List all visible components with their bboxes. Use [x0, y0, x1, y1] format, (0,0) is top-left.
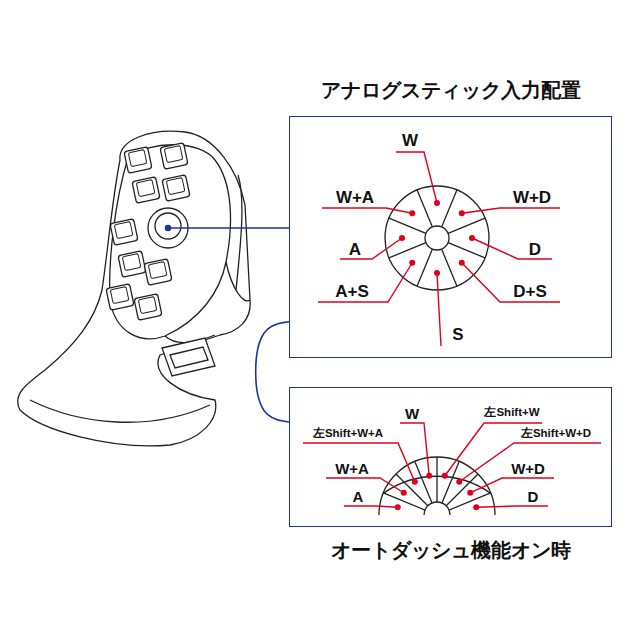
leader-line	[472, 238, 552, 259]
leader-line	[344, 506, 398, 507]
sector-dot	[401, 490, 407, 496]
direction-label: D	[528, 489, 539, 504]
direction-label: W+A	[335, 461, 369, 476]
direction-label: A	[349, 241, 361, 258]
leader-line	[322, 208, 412, 213]
key-button	[118, 251, 146, 278]
leader-line	[400, 423, 429, 476]
sector-dot	[442, 473, 448, 479]
key-button	[132, 177, 160, 204]
sector-dot	[434, 200, 440, 206]
leader-line	[303, 443, 415, 482]
sector-dot	[469, 235, 475, 241]
sector-dot	[412, 479, 418, 485]
sector-dot	[395, 504, 401, 510]
panel-box: オートダッシュ機能オン時	[289, 387, 612, 527]
panel-box: アナログスティック入力配置	[289, 116, 612, 358]
leader-line	[326, 478, 404, 493]
leader-line	[396, 152, 437, 203]
key-button	[134, 294, 162, 321]
key-button	[160, 143, 188, 170]
leader-line	[470, 478, 554, 493]
leader-line	[462, 208, 560, 213]
sector-dot	[459, 210, 465, 216]
sector-dot	[456, 479, 462, 485]
direction-label: W	[405, 406, 419, 421]
blue-pointer-line	[166, 226, 290, 231]
leader-line	[340, 238, 402, 259]
sector-dot	[459, 260, 465, 266]
autodash-direction-dial	[379, 457, 495, 515]
direction-label: A	[353, 489, 364, 504]
sector-dot	[467, 490, 473, 496]
usb-plug	[162, 338, 215, 376]
sector-dot	[409, 210, 415, 216]
direction-label: S	[452, 326, 463, 343]
panel-caption: オートダッシュ機能オン時	[331, 537, 571, 564]
direction-label: 左Shift+W	[484, 407, 539, 419]
controller-body	[18, 131, 251, 446]
direction-label: W	[402, 132, 418, 149]
leader-line	[437, 273, 441, 346]
leader-line	[445, 423, 542, 476]
sector-dot	[399, 235, 405, 241]
key-button	[162, 175, 190, 202]
leader-line	[459, 443, 601, 482]
key-button	[106, 284, 134, 311]
direction-label: W+D	[511, 461, 545, 476]
sector-dot	[473, 504, 479, 510]
sector-dot	[426, 473, 432, 479]
sector-dot	[409, 260, 415, 266]
direction-label: D	[529, 241, 541, 258]
direction-label: A+S	[335, 283, 369, 300]
direction-label: W+D	[513, 189, 551, 206]
leader-line	[462, 263, 560, 302]
sector-dot	[434, 270, 440, 276]
direction-label: W+A	[336, 189, 374, 206]
direction-label: D+S	[513, 283, 547, 300]
leader-line	[476, 506, 548, 507]
key-button	[110, 219, 138, 246]
direction-label: 左Shift+W+D	[521, 428, 591, 440]
panel-connector	[256, 322, 289, 422]
direction-label: 左Shift+W+A	[313, 428, 383, 440]
key-button	[144, 259, 172, 286]
leader-line	[318, 263, 412, 302]
key-button	[124, 147, 152, 174]
key-buttons	[106, 143, 190, 321]
panel-heading: アナログスティック入力配置	[321, 77, 581, 104]
